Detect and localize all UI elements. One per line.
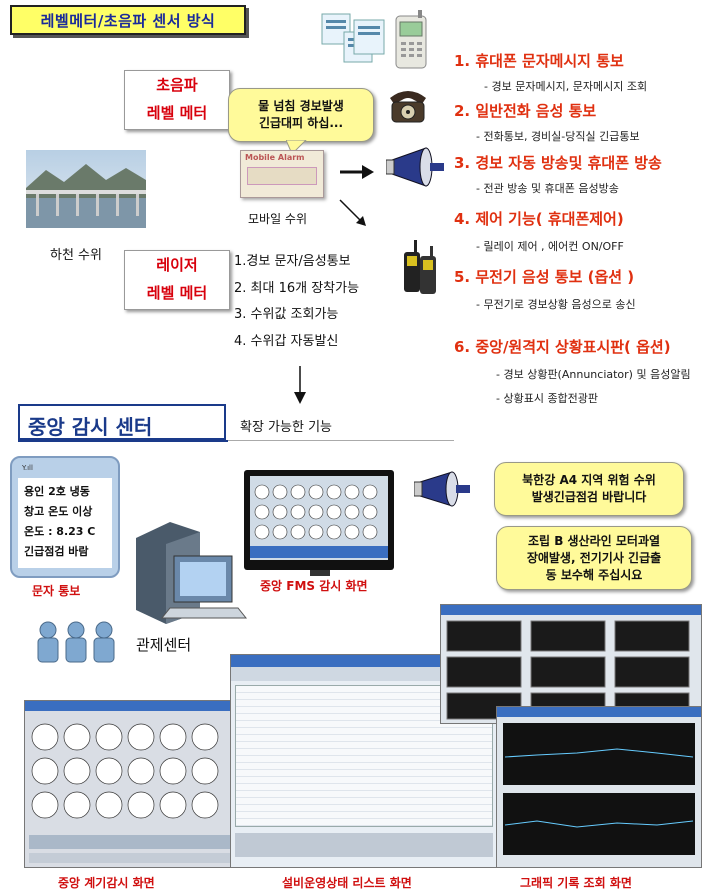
alert-bubble-line1: 물 넘침 경보발생 — [258, 99, 344, 113]
bottom-caption-gauge: 중앙 계기감시 화면 — [58, 876, 155, 890]
ultrasonic-label-line2: 레벨 메터 — [146, 104, 208, 122]
phone-message-line3: 온도 : 8.23 C — [24, 525, 96, 538]
down-arrow-icon — [294, 366, 306, 404]
feature-left-4: 4. 수위갑 자동발신 — [234, 334, 339, 349]
center-subtitle: 확장 가능한 기능 — [240, 420, 332, 435]
graph-record-screen — [496, 706, 702, 868]
center-title: 중앙 감시 센터 — [28, 415, 153, 439]
feature-item-6: 6. 중앙/원격지 상황표시판( 옵션) - 경보 상황판(Annunciato… — [454, 338, 691, 405]
speaker-bubble-1-line2: 발생긴급점검 바랍니다 — [531, 490, 647, 504]
operators-icon — [37, 621, 115, 663]
feature-item-3: 3. 경보 자동 방송및 휴대폰 방송 - 전관 방송 및 휴대폰 음성방송 — [454, 154, 662, 195]
alert-bubble-line2: 긴급대피 하십... — [258, 116, 344, 130]
mobile-alarm-device: Mobile Alarm — [240, 150, 324, 198]
telephone-icon — [390, 91, 426, 123]
feature-left-2: 2. 최대 16개 장착가능 — [234, 281, 360, 296]
fms-monitor — [244, 470, 394, 570]
fms-caption: 중앙 FMS 감시 화면 — [260, 579, 368, 593]
right-arrow-icon — [340, 165, 374, 179]
feature-item-2: 2. 일반전화 음성 통보 - 전화통보, 경비실-당직실 긴급통보 — [454, 102, 640, 143]
control-center-caption: 관제센터 — [136, 636, 192, 654]
megaphone-icon — [386, 147, 444, 187]
megaphone-2-icon — [414, 471, 470, 507]
fms-gauges — [250, 484, 388, 558]
river-bridge-image — [26, 150, 146, 228]
laser-level-meter-box: 레이저 레벨 메터 — [124, 250, 230, 310]
feature-item-4: 4. 제어 기능( 휴대폰제어) - 릴레이 제어 , 에어컨 ON/OFF — [454, 210, 624, 253]
speaker-bubble-2-line3: 동 보수해 주십시요 — [545, 567, 643, 582]
center-title-box: 중앙 감시 센터 — [18, 404, 226, 440]
mobile-phone-icon — [395, 10, 427, 69]
phone-screen: Y.ıll 용인 2호 냉동 창고 온도 이상 온도 : 8.23 C 긴급점검… — [10, 456, 120, 578]
speaker-bubble-2: 조립 B 생산라인 모터과열 장애발생, 전기기사 긴급출 동 보수해 주십시요 — [496, 526, 692, 590]
laser-label-line1: 레이저 — [156, 256, 198, 274]
speaker-bubble-2-line2: 장애발생, 전기기사 긴급출 — [526, 550, 662, 565]
title-box: 레벨메터/초음파 센서 방식 — [10, 5, 246, 35]
feature-left-1: 1.경보 문자/음성통보 — [234, 254, 351, 269]
speaker-bubble-1: 북한강 A4 지역 위험 수위 발생긴급점검 바랍니다 — [494, 462, 684, 516]
bottom-caption-list: 설비운영상태 리스트 화면 — [282, 876, 412, 890]
phone-message-line4: 긴급점검 바람 — [24, 545, 89, 558]
ultrasonic-level-meter-box: 초음파 레벨 메터 — [124, 70, 230, 130]
gauge-monitor-screen — [24, 700, 238, 868]
diagonal-arrow-icon — [339, 199, 366, 226]
phone-message-line2: 창고 온도 이상 — [24, 505, 93, 518]
ultrasonic-label-line1: 초음파 — [156, 76, 198, 94]
graph-record-charts — [503, 723, 695, 855]
speaker-bubble-1-line1: 북한강 A4 지역 위험 수위 — [522, 473, 656, 487]
mobile-alarm-device-label: Mobile Alarm — [245, 153, 305, 162]
alert-bubble: 물 넘침 경보발생 긴급대피 하십... — [228, 88, 374, 142]
feature-item-5: 5. 무전기 음성 통보 (옵션 ) - 무전기로 경보상황 음성으로 송신 — [454, 268, 636, 311]
sensor-devices-icon — [321, 13, 385, 63]
speaker-bubble-2-line1: 조립 B 생산라인 모터과열 — [527, 533, 661, 548]
feature-left-3: 3. 수위값 조회가능 — [234, 307, 339, 322]
gauge-screen-gauges — [29, 723, 233, 863]
laser-label-line2: 레벨 메터 — [146, 284, 208, 302]
walkie-talkie-icon — [404, 240, 436, 294]
feature-item-1: 1. 휴대폰 문자메시지 통보 - 경보 문자메시지, 문자메시지 조회 — [454, 52, 648, 93]
bottom-caption-graph: 그래픽 기록 조회 화면 — [520, 876, 632, 890]
phone-caption: 문자 통보 — [32, 584, 81, 598]
mobile-caption: 모바일 수위 — [248, 212, 308, 226]
river-caption: 하천 수위 — [50, 248, 102, 263]
phone-message-line1: 용인 2호 냉동 — [24, 485, 90, 498]
equipment-list-screen — [230, 654, 498, 868]
computer-icon — [136, 522, 248, 624]
page-title: 레벨메터/초음파 센서 방식 — [40, 11, 216, 30]
